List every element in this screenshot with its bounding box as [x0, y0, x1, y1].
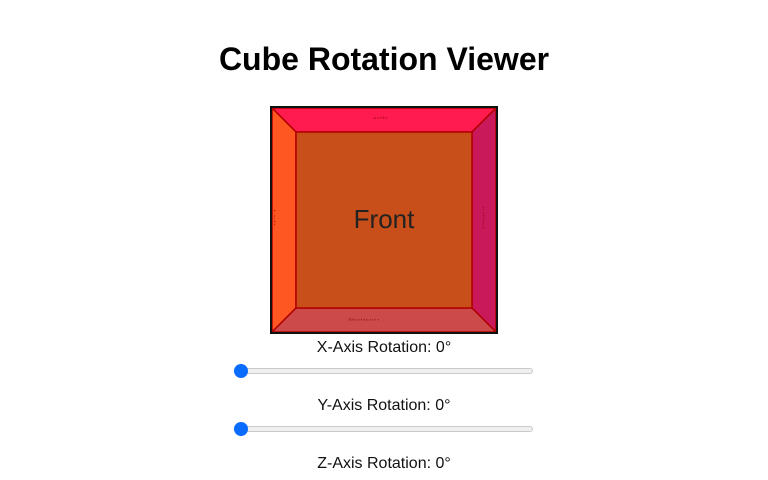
cube-face-bottom-label: Bottom — [348, 317, 380, 322]
y-axis-label: Y-Axis Rotation: 0° — [317, 397, 451, 414]
y-axis-slider-thumb[interactable] — [234, 422, 248, 436]
y-axis-slider[interactable] — [234, 426, 533, 432]
cube-face-bottom — [272, 307, 496, 332]
cube-face-front — [295, 131, 473, 309]
x-axis-slider[interactable] — [234, 368, 533, 374]
page-title: Cube Rotation Viewer — [218, 41, 550, 77]
y-axis-control: Y-Axis Rotation: 0° — [0, 396, 768, 436]
z-axis-label: Z-Axis Rotation: 0° — [317, 455, 451, 472]
cube-viewport: Top Bottom Left Right Front — [270, 106, 498, 334]
cube-face-top — [272, 108, 496, 133]
cube-face-front-label: Front — [353, 204, 415, 234]
x-axis-slider-thumb[interactable] — [234, 364, 248, 378]
cube-face-top-label: Top — [372, 115, 389, 120]
cube-faces — [272, 108, 496, 332]
z-axis-control: Z-Axis Rotation: 0° — [0, 454, 768, 474]
x-axis-label: X-Axis Rotation: 0° — [316, 339, 452, 356]
x-axis-control: X-Axis Rotation: 0° — [0, 338, 768, 378]
